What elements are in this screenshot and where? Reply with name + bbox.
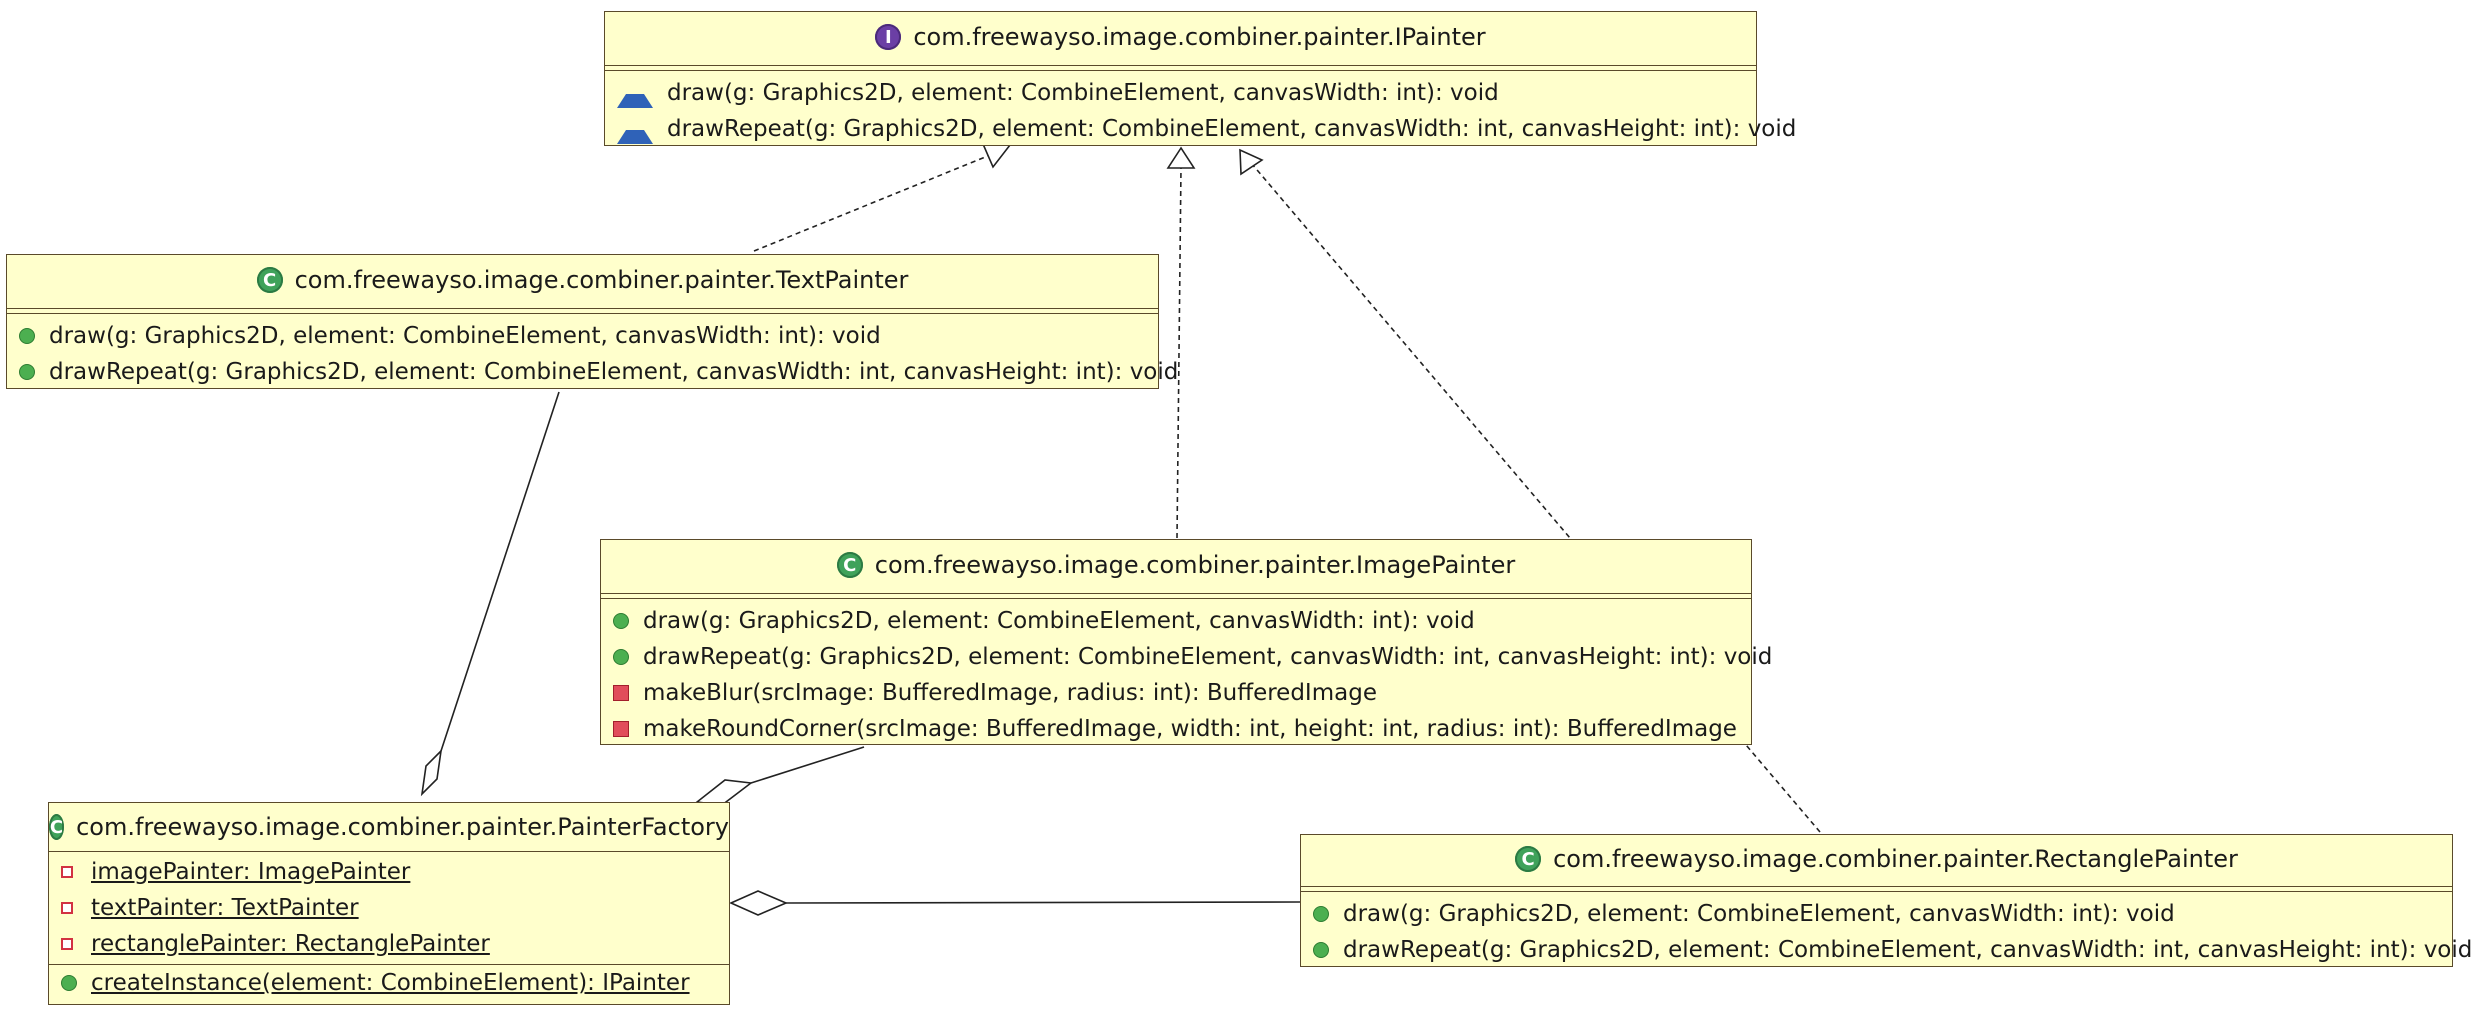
method-signature: draw(g: Graphics2D, element: CombineElem…: [1343, 901, 2175, 927]
rectanglepainter-header: C com.freewayso.image.combiner.painter.R…: [1301, 835, 2452, 883]
method-row: makeRoundCorner(srcImage: BufferedImage,…: [601, 711, 1751, 747]
method-signature: drawRepeat(g: Graphics2D, element: Combi…: [1343, 937, 2472, 963]
painterfactory-class-box[interactable]: C com.freewayso.image.combiner.painter.P…: [48, 802, 730, 1005]
ipainter-title: com.freewayso.image.combiner.painter.IPa…: [913, 23, 1486, 51]
method-row: makeBlur(srcImage: BufferedImage, radius…: [601, 675, 1751, 711]
field-row: rectanglePainter: RectanglePainter: [49, 926, 729, 962]
realization-textpainter: [753, 150, 1001, 252]
method-row: drawRepeat(g: Graphics2D, element: Combi…: [605, 111, 1796, 147]
realization-arrowhead-textpainter: [981, 143, 1012, 169]
public-method-icon: [613, 649, 629, 665]
interface-icon: I: [875, 24, 902, 50]
method-signature: drawRepeat(g: Graphics2D, element: Combi…: [667, 116, 1797, 142]
method-signature: createInstance(element: CombineElement):…: [91, 970, 690, 996]
method-row: drawRepeat(g: Graphics2D, element: Combi…: [601, 639, 1772, 675]
aggregation-rectanglepainter: [785, 901, 1301, 904]
method-signature: makeRoundCorner(srcImage: BufferedImage,…: [643, 716, 1737, 742]
class-icon: C: [49, 814, 65, 840]
method-signature: draw(g: Graphics2D, element: CombineElem…: [643, 608, 1475, 634]
method-row: drawRepeat(g: Graphics2D, element: Combi…: [7, 354, 1178, 390]
ipainter-interface-box[interactable]: I com.freewayso.image.combiner.painter.I…: [604, 11, 1796, 147]
painterfactory-header: C com.freewayso.image.combiner.painter.P…: [49, 803, 729, 851]
package-visibility-icon: [617, 114, 653, 144]
imagepainter-header: C com.freewayso.image.combiner.painter.I…: [601, 540, 1751, 590]
method-row: draw(g: Graphics2D, element: CombineElem…: [605, 75, 1756, 111]
method-row: draw(g: Graphics2D, element: CombineElem…: [7, 318, 1158, 354]
class-icon: C: [836, 552, 863, 578]
method-row: draw(g: Graphics2D, element: CombineElem…: [1301, 896, 2452, 932]
public-method-icon: [1313, 942, 1329, 958]
aggregation-textpainter: [440, 391, 560, 752]
rectanglepainter-title: com.freewayso.image.combiner.painter.Rec…: [1553, 845, 2238, 873]
method-signature: drawRepeat(g: Graphics2D, element: Combi…: [49, 359, 1179, 385]
realization-imagepainter: [1176, 166, 1182, 539]
private-field-icon: [61, 902, 73, 914]
field-signature: rectanglePainter: RectanglePainter: [91, 931, 490, 957]
field-signature: textPainter: TextPainter: [91, 895, 359, 921]
class-icon: C: [1515, 846, 1542, 872]
realization-arrowhead-imagepainter: [1166, 146, 1196, 169]
method-row: createInstance(element: CombineElement):…: [49, 965, 729, 1001]
public-method-icon: [61, 975, 77, 991]
method-signature: drawRepeat(g: Graphics2D, element: Combi…: [643, 644, 1773, 670]
package-visibility-icon: [617, 78, 653, 108]
imagepainter-class-box[interactable]: C com.freewayso.image.combiner.painter.I…: [600, 539, 1772, 747]
private-method-icon: [613, 685, 629, 701]
class-icon: C: [256, 267, 283, 293]
method-signature: draw(g: Graphics2D, element: CombineElem…: [667, 80, 1499, 106]
method-row: drawRepeat(g: Graphics2D, element: Combi…: [1301, 932, 2472, 968]
field-row: imagePainter: ImagePainter: [49, 854, 729, 890]
rectanglepainter-class-box[interactable]: C com.freewayso.image.combiner.painter.R…: [1300, 834, 2472, 968]
private-field-icon: [61, 938, 73, 950]
public-method-icon: [613, 613, 629, 629]
imagepainter-title: com.freewayso.image.combiner.painter.Ima…: [874, 551, 1516, 579]
painterfactory-title: com.freewayso.image.combiner.painter.Pai…: [76, 813, 729, 841]
method-row: draw(g: Graphics2D, element: CombineElem…: [601, 603, 1751, 639]
aggregation-imagepainter: [750, 746, 865, 784]
public-method-icon: [19, 364, 35, 380]
private-field-icon: [61, 866, 73, 878]
textpainter-title: com.freewayso.image.combiner.painter.Tex…: [294, 266, 909, 294]
public-method-icon: [1313, 906, 1329, 922]
realization-arrowhead-rectanglepainter: [1239, 148, 1264, 176]
private-method-icon: [613, 721, 629, 737]
method-signature: draw(g: Graphics2D, element: CombineElem…: [49, 323, 881, 349]
ipainter-header: I com.freewayso.image.combiner.painter.I…: [605, 12, 1756, 62]
textpainter-header: C com.freewayso.image.combiner.painter.T…: [7, 255, 1158, 305]
field-signature: imagePainter: ImagePainter: [91, 859, 411, 885]
public-method-icon: [19, 328, 35, 344]
method-signature: makeBlur(srcImage: BufferedImage, radius…: [643, 680, 1377, 706]
textpainter-class-box[interactable]: C com.freewayso.image.combiner.painter.T…: [6, 254, 1178, 390]
aggregation-diamond-rectanglepainter: [729, 890, 789, 916]
field-row: textPainter: TextPainter: [49, 890, 729, 926]
aggregation-diamond-textpainter: [420, 748, 443, 797]
